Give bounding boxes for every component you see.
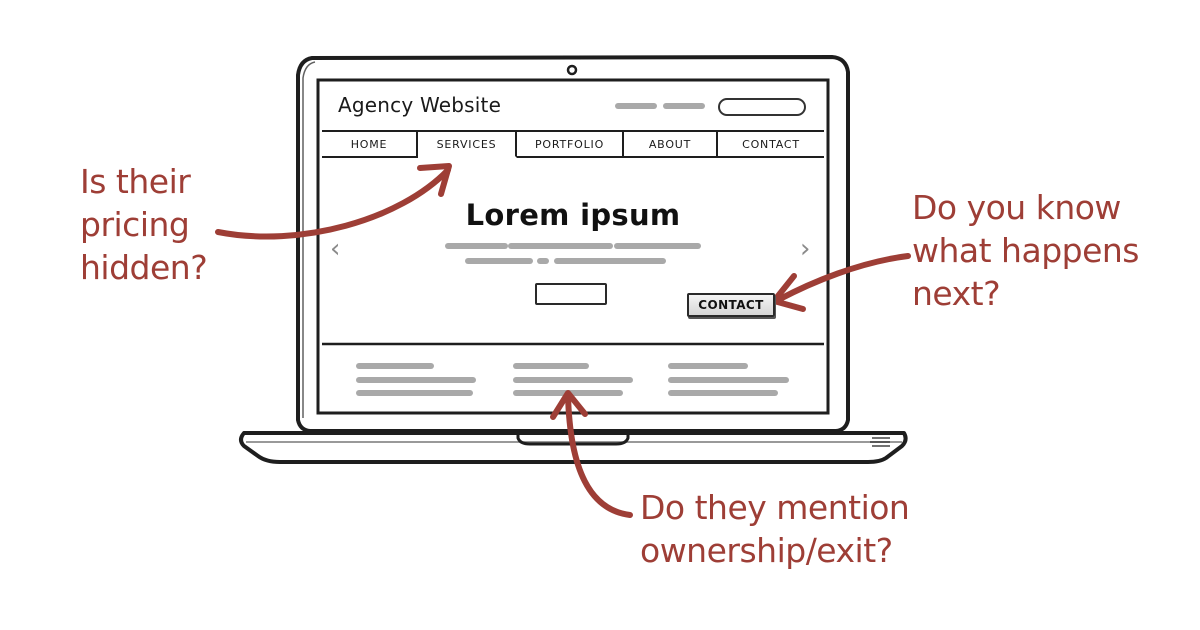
annotation-line: Do you know bbox=[912, 188, 1121, 227]
contact-button[interactable]: CONTACT bbox=[687, 293, 775, 317]
annotation-pricing: Is their pricing hidden? bbox=[80, 160, 208, 289]
site-nav: HOME SERVICES PORTFOLIO ABOUT CONTACT bbox=[322, 130, 824, 158]
annotation-next: Do you know what happens next? bbox=[912, 186, 1140, 315]
arrow-ownership bbox=[565, 392, 633, 518]
website-mockup: Agency Website HOME SERVICES PORTFOLIO A… bbox=[322, 84, 824, 409]
nav-about[interactable]: ABOUT bbox=[624, 132, 718, 156]
annotation-ownership: Do they mention ownership/exit? bbox=[640, 486, 910, 572]
hero-title: Lorem ipsum bbox=[465, 198, 681, 232]
nav-services[interactable]: SERVICES bbox=[418, 132, 517, 158]
carousel-next-icon[interactable]: › bbox=[800, 234, 811, 264]
camera-icon bbox=[566, 64, 578, 76]
arrow-pricing bbox=[215, 167, 451, 240]
carousel-prev-icon[interactable]: ‹ bbox=[330, 234, 341, 264]
nav-home[interactable]: HOME bbox=[322, 132, 418, 156]
footer-columns bbox=[356, 363, 789, 396]
annotation-line: Is their bbox=[80, 162, 191, 201]
annotation-line: pricing bbox=[80, 205, 190, 244]
annotation-line: next? bbox=[912, 274, 1001, 313]
annotation-line: ownership/exit? bbox=[640, 531, 893, 570]
nav-contact[interactable]: CONTACT bbox=[718, 132, 824, 156]
annotation-line: what happens bbox=[912, 231, 1140, 270]
search-input[interactable] bbox=[718, 98, 806, 116]
annotation-line: Do they mention bbox=[640, 488, 910, 527]
nav-portfolio[interactable]: PORTFOLIO bbox=[517, 132, 624, 156]
hero-button[interactable] bbox=[535, 283, 607, 305]
arrow-next bbox=[775, 253, 911, 303]
site-title: Agency Website bbox=[338, 93, 502, 117]
annotation-line: hidden? bbox=[80, 248, 208, 287]
